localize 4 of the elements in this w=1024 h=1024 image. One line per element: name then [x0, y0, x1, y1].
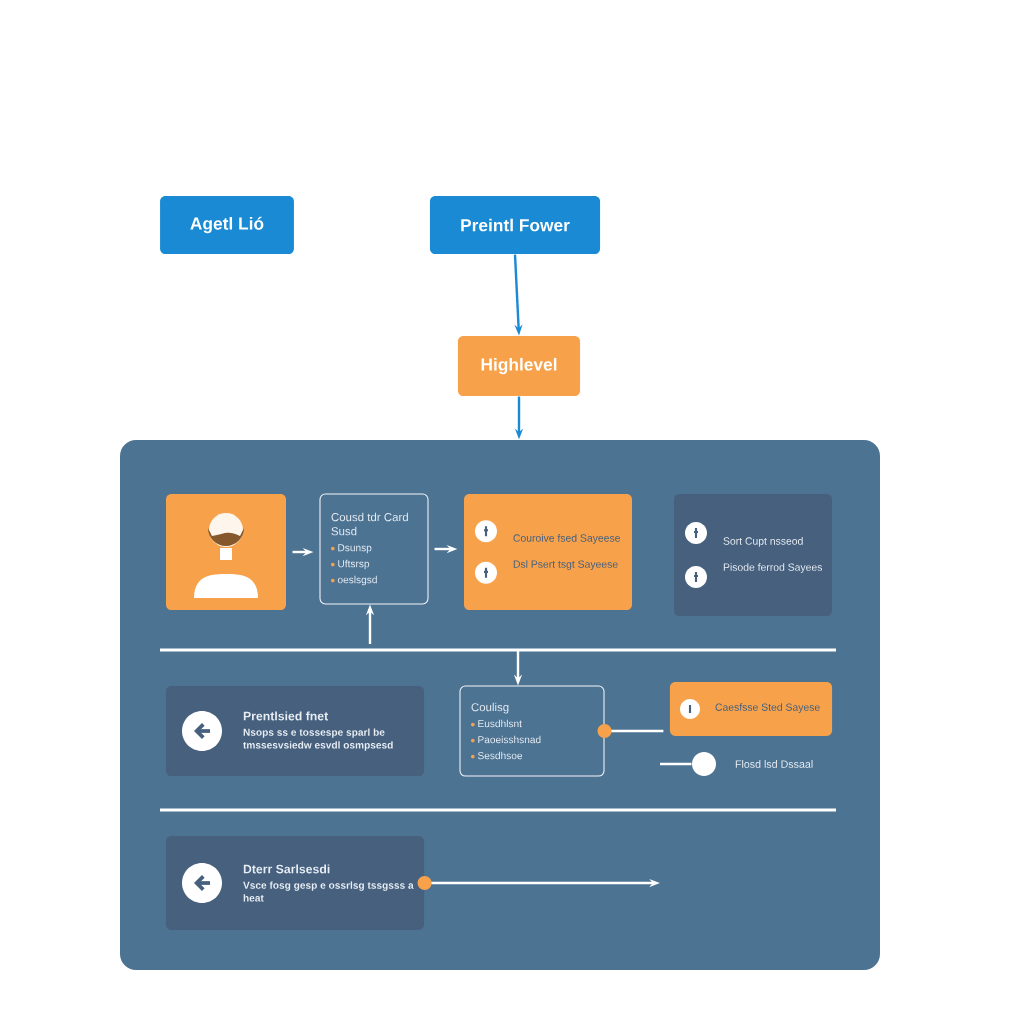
label-box: Highlevel: [457, 336, 581, 396]
label-box: Preintl Fower: [429, 195, 601, 255]
connector-circle: [692, 752, 716, 776]
label-box: Agetl Lió: [160, 195, 294, 255]
